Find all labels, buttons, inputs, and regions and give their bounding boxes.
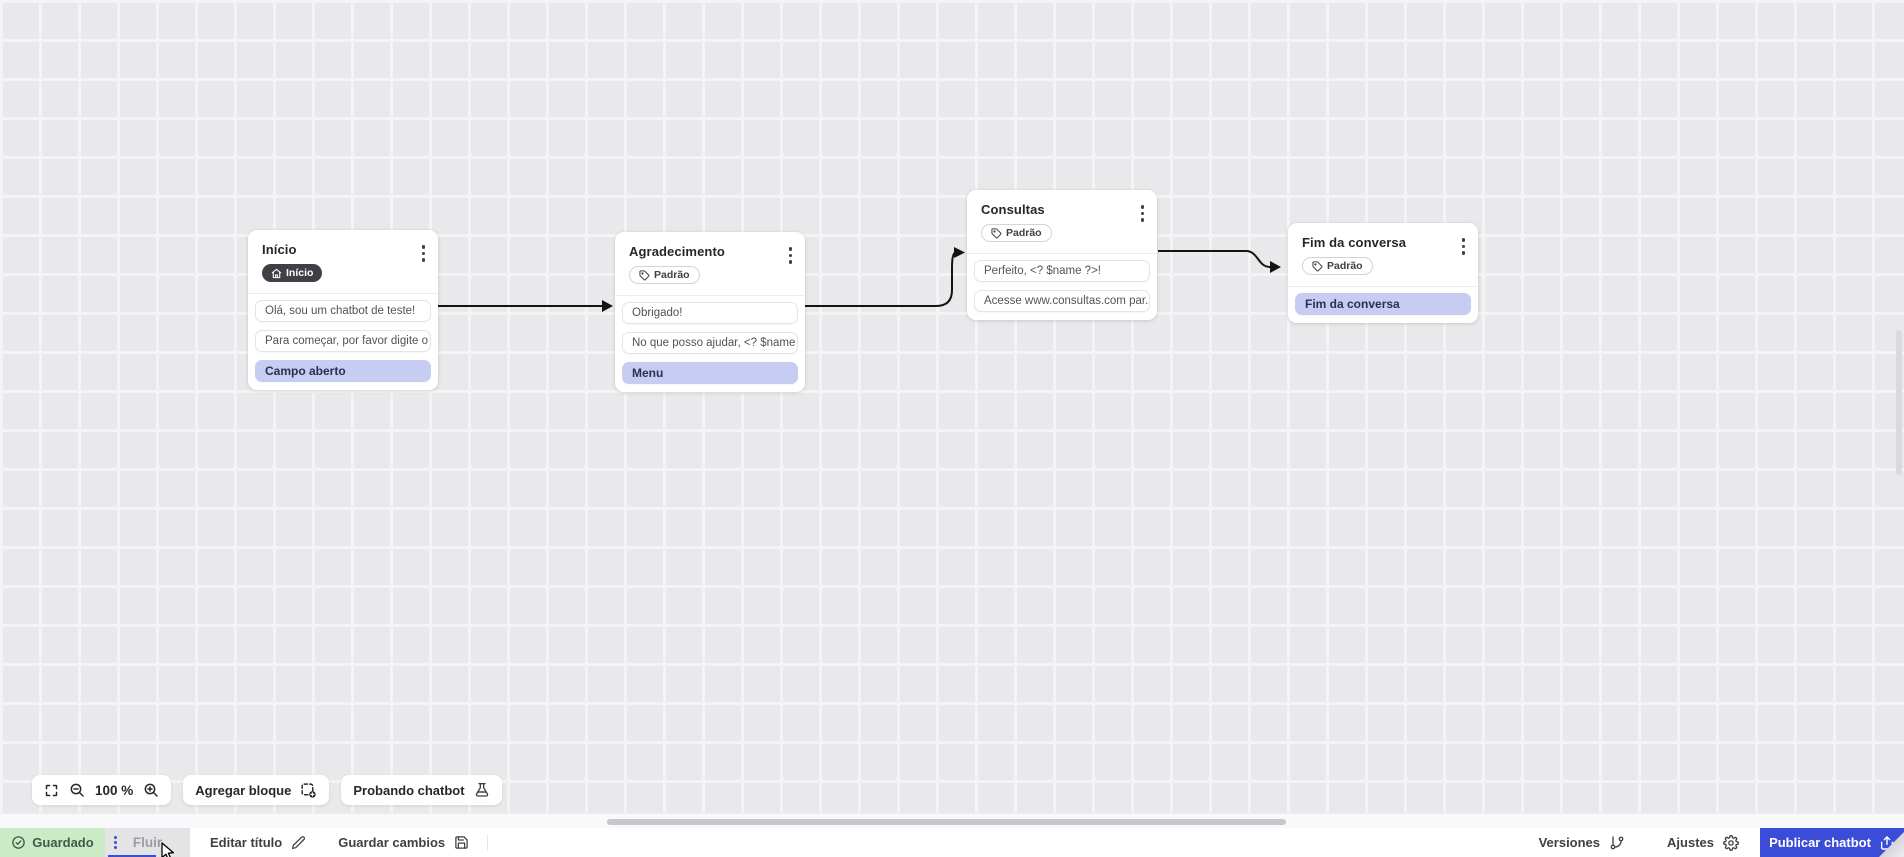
zoom-out-icon[interactable] xyxy=(69,782,85,798)
versions-button[interactable]: Versiones xyxy=(1518,828,1646,857)
node-type-badge: Padrão xyxy=(1302,257,1373,275)
flask-icon xyxy=(474,782,490,798)
node-menu-icon[interactable] xyxy=(787,245,795,266)
node-type-badge: Padrão xyxy=(629,266,700,284)
flow-node-inicio[interactable]: Início Início Olá, sou um chatbot de tes… xyxy=(248,230,438,390)
status-bar: Guardado Fluir Editar título Guardar cam… xyxy=(0,828,1904,857)
toolbar-divider xyxy=(487,834,489,851)
flow-node-fim[interactable]: Fim da conversa Padrão Fim da conversa xyxy=(1288,223,1478,323)
add-block-button[interactable]: Agregar bloque xyxy=(183,775,330,805)
node-title: Consultas xyxy=(981,202,1045,217)
node-divider xyxy=(1288,285,1478,287)
tag-icon xyxy=(991,227,1002,238)
save-changes-button[interactable]: Guardar cambios xyxy=(326,828,481,857)
flow-canvas[interactable]: Início Início Olá, sou um chatbot de tes… xyxy=(0,0,1904,813)
message-item[interactable]: Olá, sou um chatbot de teste! xyxy=(255,299,431,322)
zoom-controls: 100 % xyxy=(32,775,172,805)
message-item[interactable]: No que posso ajudar, <? $name ... xyxy=(622,331,798,354)
flow-connections xyxy=(438,247,1281,312)
edit-title-button[interactable]: Editar título xyxy=(198,828,318,857)
settings-button[interactable]: Ajustes xyxy=(1646,828,1760,857)
node-type-badge: Início xyxy=(262,264,323,282)
end-conversation-item[interactable]: Fim da conversa xyxy=(1295,292,1471,315)
gear-icon xyxy=(1723,834,1739,851)
upload-icon xyxy=(1880,835,1893,850)
node-divider xyxy=(615,294,805,296)
message-item[interactable]: Obrigado! xyxy=(622,301,798,324)
tag-icon xyxy=(639,269,650,280)
zoom-in-icon[interactable] xyxy=(143,782,159,798)
message-item[interactable]: Para começar, por favor digite o ... xyxy=(255,329,431,352)
tag-icon xyxy=(1312,260,1323,271)
tab-fluir[interactable]: Fluir xyxy=(105,828,190,857)
save-icon xyxy=(455,836,468,849)
test-chatbot-button[interactable]: Probando chatbot xyxy=(341,775,502,805)
zoom-level-label: 100 % xyxy=(95,782,134,798)
horizontal-scrollbar-track xyxy=(0,813,1904,828)
node-title: Fim da conversa xyxy=(1302,235,1407,250)
node-divider xyxy=(967,252,1157,254)
node-header: Agradecimento Padrão xyxy=(615,232,805,286)
fullscreen-icon[interactable] xyxy=(44,783,59,798)
node-title: Agradecimento xyxy=(629,244,725,259)
flow-node-consultas[interactable]: Consultas Padrão Perfeito, <? $name ?>! … xyxy=(967,190,1157,320)
open-field-item[interactable]: Campo aberto xyxy=(255,359,431,382)
vertical-scrollbar-thumb[interactable] xyxy=(1896,330,1902,475)
node-header: Fim da conversa Padrão xyxy=(1288,223,1478,277)
node-header: Consultas Padrão xyxy=(967,190,1157,244)
node-divider xyxy=(248,292,438,294)
menu-item-block[interactable]: Menu xyxy=(622,361,798,384)
publish-chatbot-button[interactable]: Publicar chatbot xyxy=(1760,828,1904,857)
git-branch-icon xyxy=(1610,835,1624,849)
pencil-icon xyxy=(292,836,306,850)
node-title: Início xyxy=(262,242,297,257)
active-tab-indicator xyxy=(108,854,156,857)
horizontal-scrollbar-thumb[interactable] xyxy=(607,819,1286,825)
node-menu-icon[interactable] xyxy=(1460,236,1468,257)
node-type-badge: Padrão xyxy=(981,224,1052,242)
canvas-toolbar: 100 % Agregar bloque Probando chatbot xyxy=(32,775,502,805)
drag-handle-icon[interactable] xyxy=(114,836,117,850)
node-menu-icon[interactable] xyxy=(1139,203,1147,224)
message-item[interactable]: Acesse www.consultas.com par... xyxy=(974,289,1150,312)
check-circle-icon xyxy=(12,836,26,849)
node-header: Início Início xyxy=(248,230,438,284)
flow-node-agradecimento[interactable]: Agradecimento Padrão Obrigado! No que po… xyxy=(615,232,805,392)
home-icon xyxy=(271,268,282,278)
message-item[interactable]: Perfeito, <? $name ?>! xyxy=(974,259,1150,282)
add-block-icon xyxy=(300,782,317,799)
node-menu-icon[interactable] xyxy=(420,243,428,264)
saved-status-badge: Guardado xyxy=(0,828,105,857)
